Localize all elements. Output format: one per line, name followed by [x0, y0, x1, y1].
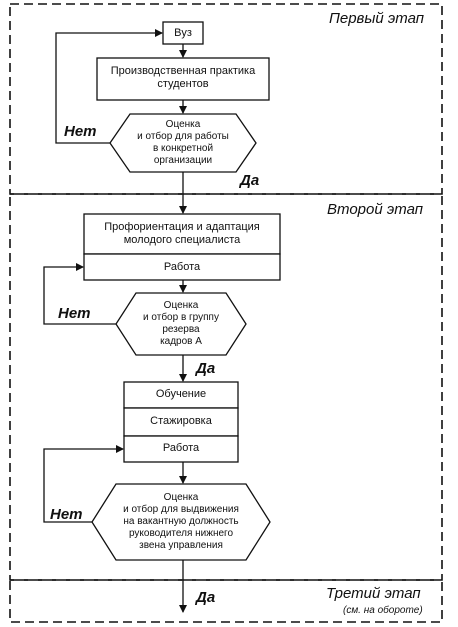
work2-label: Работа — [162, 442, 200, 454]
stage3-frame — [9, 579, 443, 623]
practice-label-line1: Производственная практика — [110, 65, 256, 77]
stage2-title: Второй этап — [327, 201, 423, 218]
university-label: Вуз — [174, 27, 192, 39]
work1-label: Работа — [163, 261, 201, 273]
decision3-label-line1: Оценка — [163, 492, 199, 503]
decision2-label: Оценка и отбор в группу резерва кадров А — [116, 300, 246, 348]
work1-box — [83, 253, 281, 281]
decision2-label-line1: Оценка — [163, 300, 199, 311]
decision3-label-line5: звена управления — [139, 540, 223, 551]
decision1-label: Оценка и отбор для работы в конкретной о… — [110, 119, 256, 167]
internship-label: Стажировка — [150, 415, 212, 427]
branch-yes1-label: Да — [240, 172, 260, 189]
practice-label-line2: студентов — [157, 78, 209, 90]
orientation-label-line1: Профориентация и адаптация — [104, 221, 260, 233]
branch-no1-label: Нет — [64, 123, 97, 140]
stage2-frame — [9, 193, 443, 581]
loop-decision2-no — [43, 263, 116, 325]
decision3-label-line2: и отбор для выдвижения — [123, 504, 239, 515]
branch-no3-label: Нет — [50, 506, 83, 523]
training-label: Обучение — [155, 388, 207, 400]
decision1-label-line2: и отбор для работы — [137, 131, 229, 142]
branch-yes3-label: Да — [196, 589, 216, 606]
stage3-note: (см. на обороте) — [343, 605, 423, 616]
stage1-frame — [9, 3, 443, 195]
loop-decision1-no — [55, 29, 163, 144]
practice-label: Производственная практика студентов — [97, 65, 269, 91]
decision1-label-line1: Оценка — [165, 119, 201, 130]
decision1-label-line3: в конкретной — [152, 143, 214, 154]
loop-decision3-no — [43, 445, 124, 523]
decision2-label-line2: и отбор в группу — [143, 312, 219, 323]
branch-yes2-label: Да — [196, 360, 216, 377]
work2-box — [123, 435, 239, 463]
stage3-title: Третий этап — [326, 585, 421, 602]
internship-box — [123, 407, 239, 437]
decision2-label-line3: резерва — [162, 324, 200, 335]
decision3-label-line4: руководителя нижнего — [128, 528, 234, 539]
decision3-label: Оценка и отбор для выдвижения на вакантн… — [92, 492, 270, 552]
branch-no2-label: Нет — [58, 305, 91, 322]
decision3-label-line3: на вакантную должность — [123, 516, 239, 527]
orientation-label: Профориентация и адаптация молодого спец… — [84, 221, 280, 247]
decision2-label-line4: кадров А — [160, 336, 202, 347]
decision1-label-line4: организации — [153, 155, 213, 166]
stage1-title: Первый этап — [329, 10, 425, 27]
orientation-label-line2: молодого специалиста — [123, 234, 241, 246]
practice-box — [96, 57, 270, 101]
